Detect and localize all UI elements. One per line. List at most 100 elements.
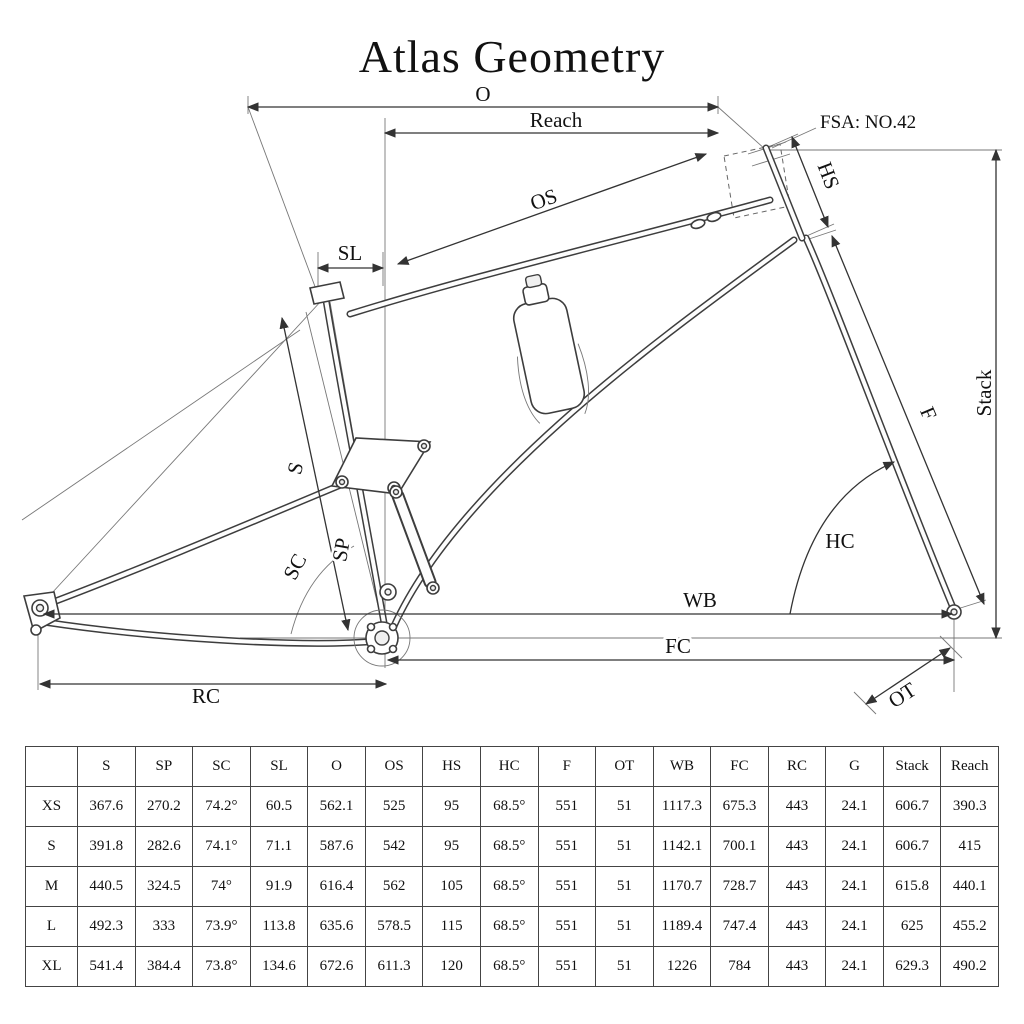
table-cell: 525 [364, 786, 424, 827]
label-wb: WB [683, 588, 717, 612]
table-cell: 333 [134, 906, 194, 947]
col-header-sc: SC [192, 746, 251, 787]
table-cell: 68.5° [479, 826, 539, 867]
table-cell: 384.4 [134, 946, 194, 987]
table-cell: 747.4 [710, 906, 769, 947]
table-cell: 551 [537, 826, 597, 867]
label-os: OS [527, 184, 560, 216]
table-cell: 74.2° [192, 786, 251, 827]
label-hc: HC [825, 529, 854, 553]
table-cell: 95 [422, 826, 481, 867]
corner-cell [25, 746, 78, 787]
table-cell: 562 [364, 866, 424, 907]
dim-hs [791, 135, 829, 229]
table-cell: 443 [767, 826, 827, 867]
label-fc: FC [665, 634, 691, 658]
table-cell: 74.1° [192, 826, 251, 867]
table-cell: 675.3 [710, 786, 769, 827]
construction-lines [21, 96, 1002, 715]
col-header-f: F [537, 746, 597, 787]
col-header-hc: HC [479, 746, 539, 787]
table-cell: 1189.4 [652, 906, 712, 947]
table-cell: 443 [767, 906, 827, 947]
table-cell: 443 [767, 786, 827, 827]
table-cell: 113.8 [249, 906, 309, 947]
size-label: M [25, 866, 78, 907]
table-cell: 1117.3 [652, 786, 712, 827]
table-cell: 700.1 [710, 826, 769, 867]
table-cell: 578.5 [364, 906, 424, 947]
table-cell: 51 [595, 906, 654, 947]
label-fsa-note: FSA: NO.42 [820, 112, 916, 133]
col-header-stack: Stack [882, 746, 942, 787]
table-cell: 629.3 [882, 946, 942, 987]
table-cell: 73.9° [192, 906, 251, 947]
table-cell: 270.2 [134, 786, 194, 827]
table-cell: 616.4 [307, 866, 366, 907]
col-header-o: O [307, 746, 366, 787]
table-cell: 440.1 [940, 866, 999, 907]
table-cell: 490.2 [940, 946, 999, 987]
table-cell: 728.7 [710, 866, 769, 907]
table-cell: 551 [537, 906, 597, 947]
table-cell: 24.1 [825, 906, 884, 947]
label-sl: SL [338, 241, 363, 265]
col-header-reach: Reach [940, 746, 999, 787]
table-cell: 551 [537, 786, 597, 827]
table-cell: 1142.1 [652, 826, 712, 867]
size-label: XS [25, 786, 78, 827]
table-cell: 51 [595, 786, 654, 827]
table-cell: 73.8° [192, 946, 251, 987]
size-label: XL [25, 946, 78, 987]
table-cell: 68.5° [479, 946, 539, 987]
table-cell: 324.5 [134, 866, 194, 907]
table-cell: 51 [595, 946, 654, 987]
table-cell: 551 [537, 866, 597, 907]
table-cell: 24.1 [825, 826, 884, 867]
label-sc: SC [278, 550, 311, 584]
table-cell: 134.6 [249, 946, 309, 987]
table-cell: 606.7 [882, 786, 942, 827]
table-cell: 24.1 [825, 866, 884, 907]
frame-drawing [22, 141, 962, 667]
table-cell: 24.1 [825, 786, 884, 827]
dim-f [831, 234, 985, 606]
table-cell: 68.5° [479, 906, 539, 947]
label-ot: OT [884, 677, 921, 712]
dim-hc-arc [789, 461, 896, 615]
label-o: O [475, 82, 490, 106]
dimensions [38, 102, 1001, 705]
label-rc: RC [192, 684, 220, 708]
page-title: Atlas Geometry [358, 31, 666, 82]
table-cell: 390.3 [940, 786, 999, 827]
table-cell: 74° [192, 866, 251, 907]
table-cell: 443 [767, 946, 827, 987]
table-cell: 672.6 [307, 946, 366, 987]
dim-os [396, 153, 708, 265]
label-reach: Reach [530, 108, 583, 132]
table-cell: 91.9 [249, 866, 309, 907]
table-cell: 367.6 [77, 786, 136, 827]
table-cell: 120 [422, 946, 481, 987]
label-f: F [915, 403, 942, 423]
table-cell: 635.6 [307, 906, 366, 947]
cable-port [706, 211, 722, 223]
table-cell: 541.4 [77, 946, 136, 987]
table-cell: 551 [537, 946, 597, 987]
col-header-hs: HS [422, 746, 481, 787]
size-label: S [25, 826, 78, 867]
table-cell: 391.8 [77, 826, 136, 867]
table-cell: 1226 [652, 946, 712, 987]
bottom-bracket [353, 609, 411, 667]
table-cell: 606.7 [882, 826, 942, 867]
size-label: L [25, 906, 78, 947]
table-cell: 1170.7 [652, 866, 712, 907]
table-cell: 784 [710, 946, 769, 987]
geometry-diagram: O Reach OS SL S SP SC HS F Stack HC WB F… [21, 82, 1002, 715]
